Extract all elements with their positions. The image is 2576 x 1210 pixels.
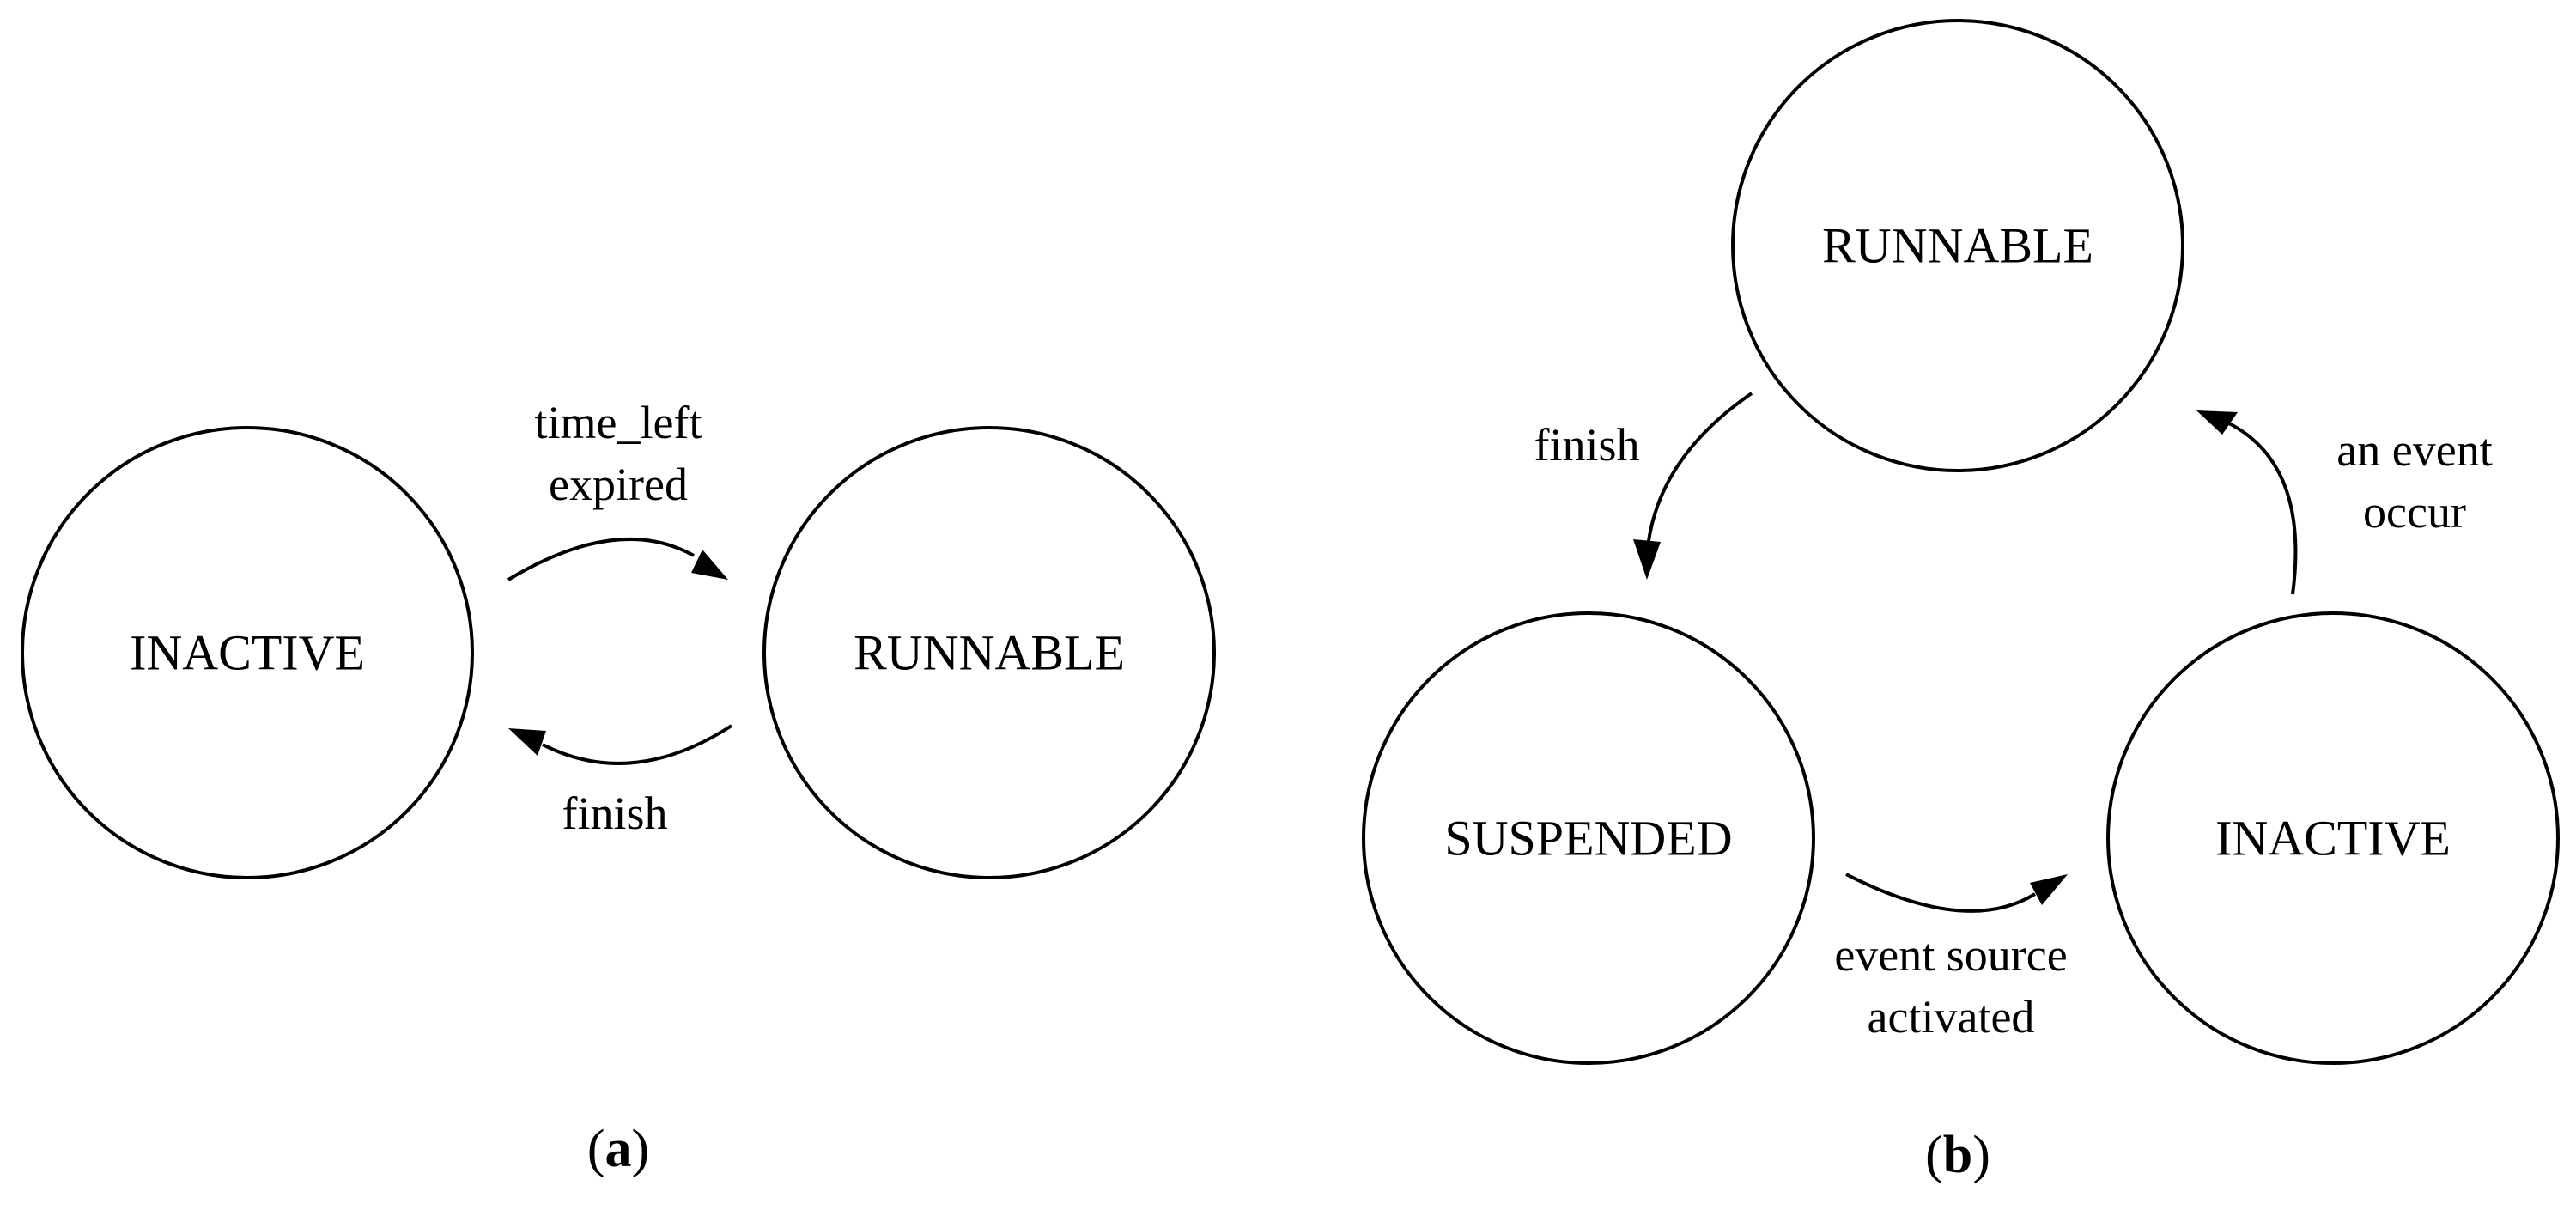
arrow-head	[2196, 410, 2238, 435]
transition-an-event-occur: an event occur	[2196, 410, 2493, 595]
state-inactive-b: INACTIVE	[2106, 611, 2560, 1065]
state-runnable-a: RUNNABLE	[762, 426, 1216, 879]
state-suspended-b: SUSPENDED	[1362, 611, 1815, 1065]
arrow-head	[2030, 874, 2068, 905]
state-runnable-b: RUNNABLE	[1731, 19, 2184, 472]
transition-finish-b: finish	[1534, 392, 1753, 580]
state-label: INACTIVE	[130, 625, 365, 681]
state-label: RUNNABLE	[1822, 218, 2093, 274]
arrow-head	[508, 728, 546, 756]
state-label: RUNNABLE	[854, 625, 1125, 681]
panel-caption-a: (a)	[587, 1120, 649, 1178]
transition-label: finish	[1534, 419, 1639, 471]
state-circle	[21, 426, 474, 879]
state-inactive-a: INACTIVE	[21, 426, 474, 879]
state-label: INACTIVE	[2215, 811, 2451, 866]
transition-label-line1: an event	[2336, 424, 2492, 476]
transition-arrow	[1647, 392, 1753, 542]
transition-arrow	[2227, 421, 2298, 595]
transition-event-source-activated: event source activated	[1834, 873, 2068, 1043]
state-circle	[762, 426, 1216, 879]
panel-a: INACTIVE RUNNABLE time_left expired fini…	[21, 397, 1216, 1178]
transition-label-line1: event source	[1834, 929, 2067, 981]
arrow-head	[1633, 539, 1661, 580]
transition-finish-a: finish	[508, 724, 733, 839]
transition-label: finish	[562, 787, 667, 839]
state-label: SUSPENDED	[1444, 811, 1732, 866]
transition-label-line2: expired	[549, 459, 688, 510]
panel-caption-b: (b)	[1925, 1126, 1990, 1184]
state-circle	[1362, 611, 1815, 1065]
state-circle	[1731, 19, 2184, 472]
state-circle	[2106, 611, 2560, 1065]
panel-b: RUNNABLE SUSPENDED INACTIVE finish an ev…	[1362, 19, 2560, 1184]
transition-arrow	[1845, 873, 2037, 913]
transition-label-line2: activated	[1868, 991, 2035, 1043]
transition-label-line1: time_left	[535, 397, 702, 448]
transition-label-line2: occur	[2363, 486, 2466, 538]
transition-time-left-expired: time_left expired	[507, 397, 728, 581]
transition-arrow	[542, 724, 733, 765]
arrow-head	[691, 550, 728, 580]
transition-arrow	[507, 537, 695, 581]
